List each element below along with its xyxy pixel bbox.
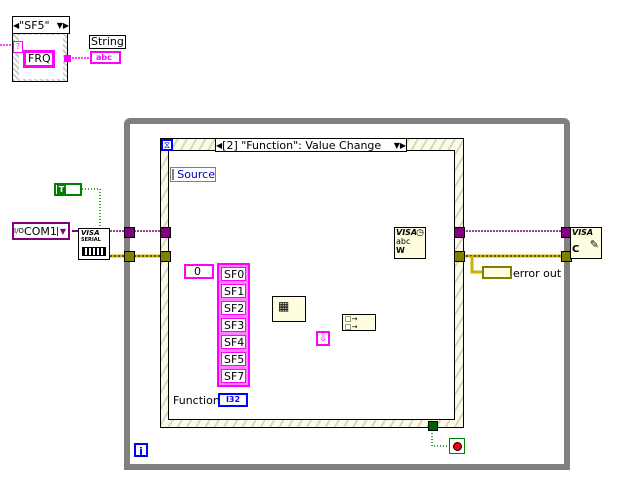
close-icon: ✎ [589,238,599,251]
function-control-label: Function [173,394,220,407]
bool-wire [82,188,101,228]
string-indicator[interactable]: abc [90,51,121,64]
concatenate-strings-function[interactable]: □→□→ [342,314,376,331]
visa-close-line2: C [572,244,580,255]
array-element[interactable]: SF5 [221,352,246,366]
index-array-icon: ▦ [278,299,290,313]
visa-resource-constant[interactable]: I/O COM1 ▼ [12,222,70,240]
error-out-label: error out [513,267,562,280]
increment-arrow-icon[interactable]: ▶ [399,140,406,150]
increment-arrow-icon[interactable]: ▶ [62,20,69,30]
serial-port-icon [82,247,106,256]
error-tunnel [160,251,171,262]
bool-constant[interactable]: T [54,183,82,196]
dropdown-arrow-icon[interactable]: ▼ [393,140,400,150]
decrement-arrow-icon[interactable]: ◀ [13,20,20,30]
visa-write-line1: VISA [396,228,418,237]
visa-tunnel [124,227,135,238]
output-tunnel [64,55,71,62]
case-structure[interactable]: ◀ "SF5" ▼ ▶ FRQ ? [12,16,71,82]
case-selector[interactable]: ◀ "SF5" ▼ ▶ [12,16,70,34]
error-out-terminal[interactable] [482,266,512,279]
array-index-value: 0 [194,265,201,278]
event-case-selector[interactable]: ◀ [2] "Function": Value Change ▼ ▶ [215,138,407,152]
event-stop-terminal [428,421,438,431]
string-indicator-label: String [89,35,126,49]
function-control-type: I32 [225,395,241,404]
array-element[interactable]: SF7 [221,369,246,383]
clock-icon: ◷ [416,228,424,238]
string-indicator-terminal: abc [96,53,112,62]
array-element[interactable]: SF1 [221,284,246,298]
concatenate-icon: □→□→ [345,315,358,331]
visa-close-line1: VISA [572,228,594,237]
loop-iteration-terminal: i [134,443,148,458]
stop-icon [453,442,462,451]
index-array-function[interactable]: ▦ [272,296,306,322]
timeout-terminal-icon: ⧖ [161,139,173,151]
error-tunnel [124,251,135,262]
io-icon: I/O [14,227,24,235]
visa-serial-line2: SERIAL [81,237,101,243]
decrement-arrow-icon[interactable]: ◀ [216,140,223,150]
bool-constant-text: T [57,185,66,194]
case-selector-value: "SF5" [19,18,50,32]
array-index-display[interactable]: 0 [184,264,214,279]
loop-condition-terminal[interactable] [449,438,465,454]
array-element[interactable]: SF0 [221,267,246,281]
event-data-node[interactable]: Source [170,167,216,182]
visa-tunnel [454,227,465,238]
visa-serial-line1: VISA [81,229,100,237]
carriage-return-constant[interactable]: ⇩ [316,331,330,346]
event-data-source: Source [177,168,215,181]
dropdown-arrow-icon[interactable]: ▼ [56,226,68,236]
array-element[interactable]: SF4 [221,335,246,349]
visa-resource-value: COM1 [24,224,57,238]
visa-write-line3: W [396,246,405,255]
visa-tunnel [160,227,171,238]
event-data-handle [172,169,175,180]
error-wire-branch [470,256,482,274]
visa-close-function[interactable]: VISA C ✎ [570,227,602,259]
visa-write-line2: abc [396,237,411,246]
case-selector-terminal: ? [13,41,23,53]
array-element[interactable]: SF3 [221,318,246,332]
while-loop[interactable] [124,118,570,470]
string-array-constant[interactable]: SF0 SF1 SF2 SF3 SF4 SF5 SF7 [217,263,250,387]
visa-write-function[interactable]: VISA abc W ◷ [394,227,426,259]
bool-wire [431,427,449,447]
frq-constant[interactable]: FRQ [23,50,55,68]
error-tunnel [454,251,465,262]
visa-configure-serial[interactable]: VISA SERIAL [78,228,110,260]
function-control-terminal[interactable]: I32 [218,393,248,407]
event-case-label: [2] "Function": Value Change [222,138,382,152]
event-structure-interior [168,150,455,420]
dropdown-arrow-icon[interactable]: ▼ [56,20,63,30]
array-element[interactable]: SF2 [221,301,246,315]
